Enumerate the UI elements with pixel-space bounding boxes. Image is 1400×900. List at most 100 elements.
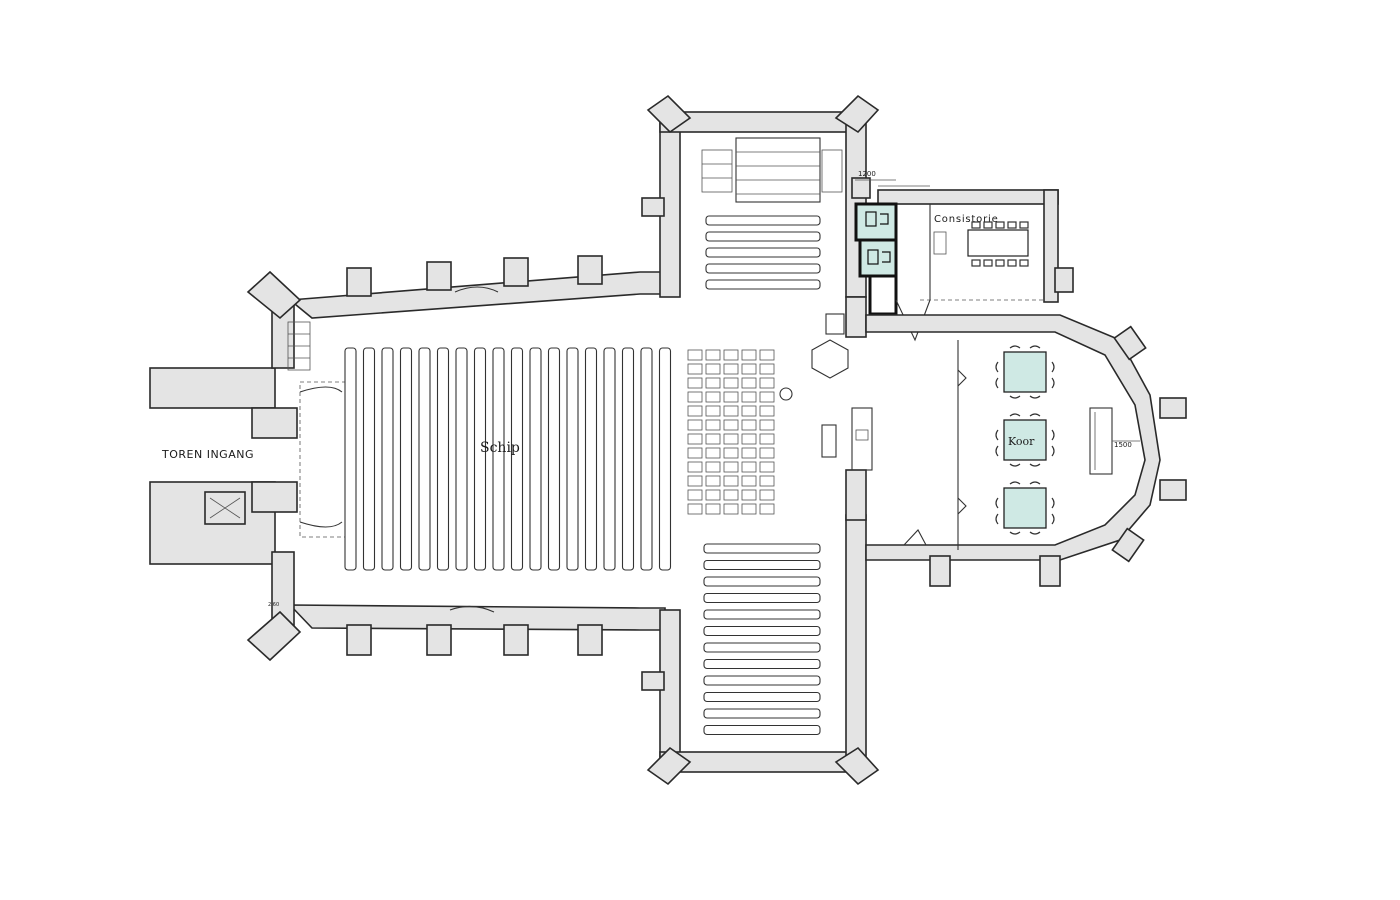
chair <box>741 475 757 487</box>
chair <box>723 433 739 445</box>
consistory-chairs <box>971 221 1029 267</box>
buttress <box>851 177 871 199</box>
pew <box>436 347 450 571</box>
chair <box>741 419 757 431</box>
pew <box>705 279 821 290</box>
nave-walls <box>246 255 666 662</box>
chair <box>723 377 739 389</box>
south-transept <box>641 514 880 786</box>
chair <box>687 447 703 459</box>
buttress <box>1113 325 1147 361</box>
chair <box>995 221 1005 229</box>
chair <box>687 475 703 487</box>
buttress <box>1159 397 1187 419</box>
chair <box>705 405 721 417</box>
pew <box>703 675 821 686</box>
pew <box>381 347 394 571</box>
chair <box>723 419 739 431</box>
consistory-block: Consistorie 1200 <box>854 170 1074 342</box>
chair <box>995 429 999 441</box>
pew <box>703 543 821 554</box>
chair <box>759 391 775 403</box>
chair <box>723 475 739 487</box>
pew <box>705 247 821 258</box>
tower-doorway-block <box>251 407 298 439</box>
chair <box>759 447 775 459</box>
transept-wall <box>845 514 867 771</box>
corner-buttress <box>646 746 692 786</box>
chair <box>723 405 739 417</box>
pew <box>455 347 468 571</box>
chair <box>705 391 721 403</box>
chair <box>1009 481 1021 485</box>
pulpit <box>811 339 849 379</box>
chair <box>1009 345 1021 349</box>
chair <box>1051 361 1055 373</box>
chair <box>687 391 703 403</box>
pew <box>621 347 635 571</box>
pew <box>473 347 487 571</box>
buttress <box>346 624 372 656</box>
pew <box>703 724 821 736</box>
chair <box>1051 377 1055 389</box>
chair <box>687 489 703 501</box>
chair <box>705 489 721 501</box>
chair <box>1051 497 1055 509</box>
chair <box>687 349 703 361</box>
chair <box>1029 345 1041 349</box>
chair <box>705 349 721 361</box>
pew <box>344 347 357 571</box>
chair <box>759 461 775 473</box>
pew <box>703 691 821 703</box>
chair <box>723 447 739 459</box>
wc-storage <box>868 274 898 316</box>
chair <box>705 503 721 515</box>
south-transept-pews <box>703 543 821 736</box>
toilet-icon <box>865 211 889 227</box>
chair <box>1007 221 1017 229</box>
pew <box>705 215 821 226</box>
chair <box>705 461 721 473</box>
buttress <box>1054 267 1074 293</box>
buttress <box>641 671 665 691</box>
chair <box>723 503 739 515</box>
lectern <box>821 424 837 458</box>
pew <box>492 347 505 571</box>
chair <box>723 461 739 473</box>
buttress <box>1111 527 1145 563</box>
buttress <box>426 624 452 656</box>
buttress <box>1159 479 1187 501</box>
communion-table <box>851 407 873 471</box>
choir-table <box>1003 487 1047 529</box>
chair <box>1007 259 1017 267</box>
chair <box>995 361 999 373</box>
chair <box>741 503 757 515</box>
chair <box>705 433 721 445</box>
door-swing <box>454 286 499 293</box>
chair <box>687 433 703 445</box>
choir-apse: 1500 <box>865 314 1187 587</box>
chair <box>705 363 721 375</box>
organ-gallery <box>735 137 821 203</box>
corner-buttress <box>834 94 880 134</box>
crossing-chairs <box>687 349 775 515</box>
chair <box>741 405 757 417</box>
chair <box>759 405 775 417</box>
chair <box>741 433 757 445</box>
buttress <box>346 267 372 297</box>
corner-buttress <box>646 94 692 134</box>
pew <box>547 347 561 571</box>
chair <box>1029 481 1041 485</box>
meeting-table <box>967 229 1029 257</box>
chair <box>741 363 757 375</box>
chair <box>687 377 703 389</box>
chair <box>1051 429 1055 441</box>
chair <box>1051 513 1055 525</box>
dimension-choir: 1500 <box>1114 441 1132 449</box>
chair <box>759 503 775 515</box>
chair <box>687 461 703 473</box>
pew <box>418 347 431 571</box>
chair <box>1019 259 1029 267</box>
chair <box>971 259 981 267</box>
chair <box>1009 531 1021 535</box>
